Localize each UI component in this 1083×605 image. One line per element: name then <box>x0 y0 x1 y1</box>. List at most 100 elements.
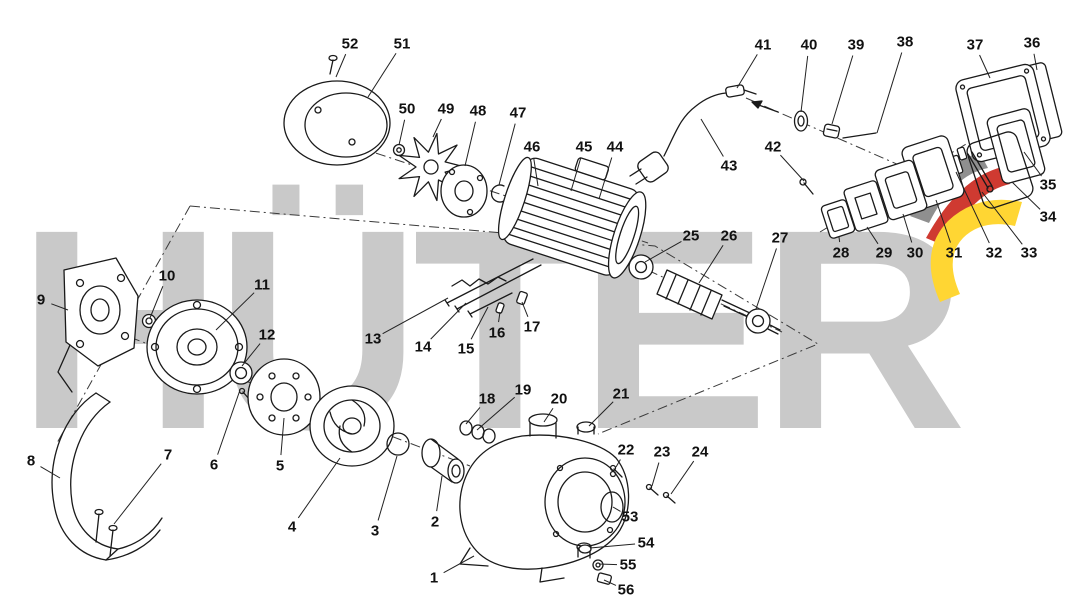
callout-leader-21 <box>588 401 614 427</box>
part-bolt-7a <box>94 508 104 543</box>
callout-leader-52 <box>335 53 347 78</box>
callout-leader-1 <box>443 555 475 574</box>
part-motor-stator <box>497 156 647 279</box>
part-rotor-assembly <box>628 254 781 335</box>
callout-number-47: 47 <box>510 105 527 122</box>
assembly-direction-arrow <box>751 100 779 113</box>
callout-number-20: 20 <box>551 391 568 408</box>
callout-number-31: 31 <box>946 245 963 262</box>
callout-leader-48 <box>464 121 476 167</box>
callout-leader-26 <box>698 245 724 284</box>
callout-number-48: 48 <box>470 103 487 120</box>
callout-leader-7 <box>113 463 162 525</box>
callout-number-38: 38 <box>897 34 914 51</box>
callout-number-56: 56 <box>618 582 635 599</box>
part-impeller <box>309 385 395 467</box>
callout-leader-41 <box>736 54 758 89</box>
callout-leader-13 <box>382 297 449 335</box>
callout-number-8: 8 <box>27 453 35 470</box>
part-screw-52 <box>328 54 338 62</box>
callout-leader-50 <box>398 119 406 146</box>
callout-number-18: 18 <box>479 391 496 408</box>
callout-leader-39 <box>831 55 854 125</box>
callout-leader-40 <box>800 55 809 113</box>
callout-leader-35 <box>1023 151 1042 177</box>
callout-leader-32 <box>955 171 990 244</box>
part-ejector <box>421 438 465 484</box>
part-power-plug <box>629 84 757 185</box>
callout-number-51: 51 <box>394 36 411 53</box>
part-cable-gland <box>793 110 809 132</box>
callout-number-19: 19 <box>515 382 532 399</box>
callout-number-52: 52 <box>342 36 359 53</box>
part-lead-wire <box>451 276 507 287</box>
part-diffuser <box>247 358 321 436</box>
part-bearing-plate <box>440 164 488 218</box>
callout-number-46: 46 <box>524 139 541 156</box>
part-inlet-20 <box>528 413 558 427</box>
callout-number-11: 11 <box>254 277 270 294</box>
callout-leader-24 <box>670 460 695 495</box>
callout-leader-55 <box>598 563 618 566</box>
callout-leader-16 <box>498 311 501 323</box>
callout-leader-9 <box>51 303 69 311</box>
callout-leader-36 <box>1033 53 1038 71</box>
callout-number-55: 55 <box>620 557 637 574</box>
callout-number-17: 17 <box>524 319 541 336</box>
callout-leader-20 <box>543 407 554 423</box>
part-screw-42 <box>799 178 814 195</box>
part-cable-clamp <box>822 123 877 139</box>
callout-leader-42 <box>780 154 805 182</box>
callout-leader-29 <box>866 226 879 245</box>
callout-number-2: 2 <box>431 514 439 531</box>
callout-leader-12 <box>241 343 261 367</box>
callout-number-3: 3 <box>371 523 379 540</box>
callout-leader-31 <box>935 199 951 243</box>
part-plate-28 <box>820 199 856 239</box>
callout-number-13: 13 <box>365 331 382 348</box>
callout-number-34: 34 <box>1040 209 1057 226</box>
part-bearing-12 <box>229 361 253 385</box>
callout-leader-49 <box>432 118 442 138</box>
callout-leader-45 <box>570 157 582 192</box>
callout-leader-44 <box>598 157 613 200</box>
part-switch-body-30 <box>874 159 928 221</box>
callout-number-24: 24 <box>692 444 709 461</box>
part-key-17 <box>516 290 528 306</box>
callout-leader-53 <box>612 506 621 512</box>
part-lever-33 <box>967 151 994 193</box>
construction-parallelogram <box>189 205 820 435</box>
part-washer-50 <box>392 143 406 157</box>
callout-number-12: 12 <box>259 327 276 344</box>
callout-leader-6 <box>217 389 241 455</box>
callout-leader-5 <box>280 417 285 456</box>
callout-number-16: 16 <box>489 325 506 342</box>
part-through-bolts <box>444 258 542 318</box>
callout-number-5: 5 <box>276 458 284 475</box>
callout-leader-51 <box>367 52 397 98</box>
callout-number-23: 23 <box>654 444 671 461</box>
callout-number-6: 6 <box>210 457 218 474</box>
callout-number-28: 28 <box>833 245 850 262</box>
part-screw-22 <box>609 464 623 478</box>
part-bearing-27 <box>745 308 771 334</box>
callout-number-21: 21 <box>613 386 630 403</box>
callout-leader-54 <box>589 543 636 549</box>
callout-number-25: 25 <box>683 228 700 245</box>
part-pump-body <box>459 413 630 583</box>
part-bearing-25 <box>628 254 654 280</box>
part-key-16 <box>495 302 505 314</box>
callout-number-42: 42 <box>765 139 782 156</box>
parts-layer <box>51 54 1063 585</box>
callout-leader-46 <box>533 157 539 187</box>
part-circlip <box>490 184 505 203</box>
callout-leader-14 <box>430 302 467 340</box>
callout-number-7: 7 <box>164 447 172 464</box>
callout-number-49: 49 <box>438 101 455 118</box>
callout-leader-8 <box>40 466 61 479</box>
callout-number-32: 32 <box>986 245 1003 262</box>
callout-number-41: 41 <box>755 37 772 54</box>
callout-leader-19 <box>476 396 516 431</box>
part-washer-10 <box>141 313 157 329</box>
